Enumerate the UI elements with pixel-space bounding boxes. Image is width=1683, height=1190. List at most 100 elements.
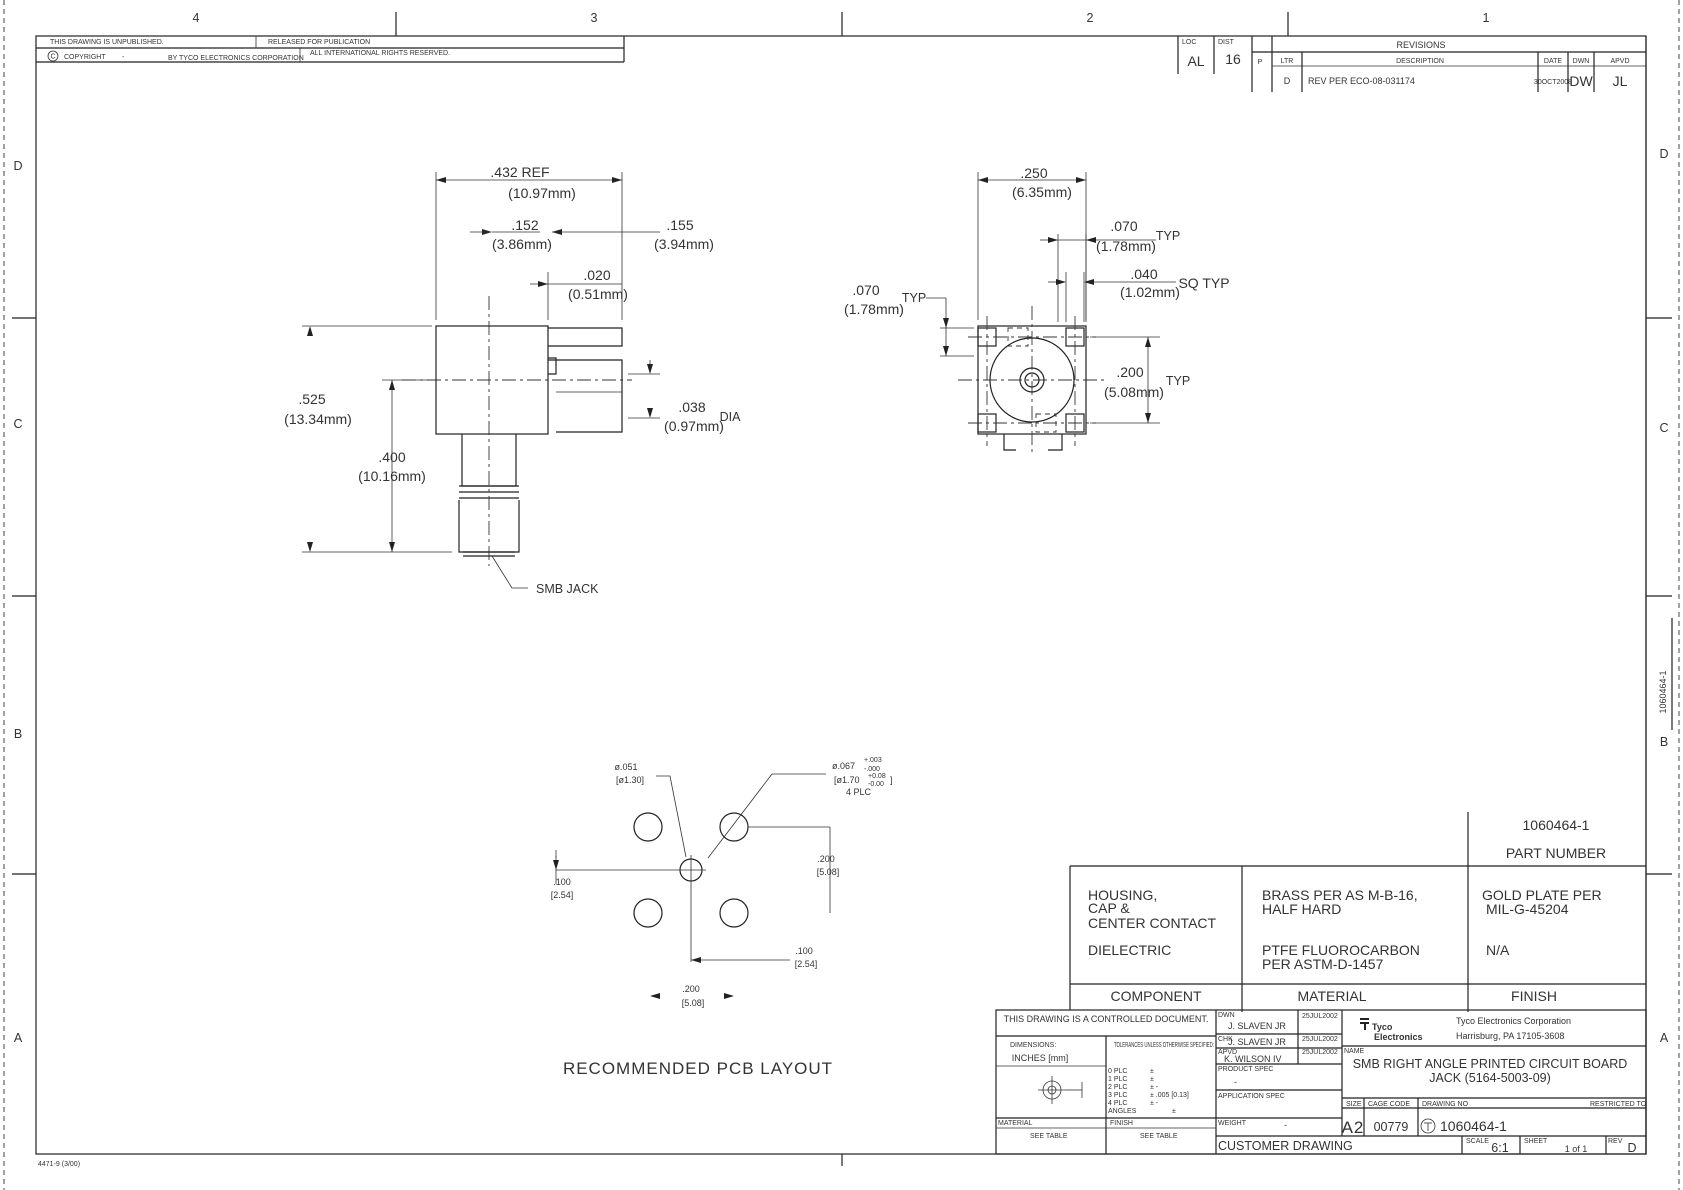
- tb-dwg-val: 1060464-1: [1440, 1118, 1507, 1134]
- rev-desc: REV PER ECO-08-031174: [1308, 76, 1415, 86]
- tb-name-line1: SMB RIGHT ANGLE PRINTED CIRCUIT BOARD: [1353, 1057, 1628, 1071]
- tb-application-spec-label: APPLICATION SPEC: [1218, 1093, 1285, 1100]
- pcb-dim-a: .100: [553, 877, 571, 887]
- notice-released: RELEASED FOR PUBLICATION: [268, 39, 370, 46]
- tb-tol-val: ±: [1150, 1076, 1154, 1083]
- notice-unpublished: THIS DRAWING IS UNPUBLISHED.: [50, 39, 164, 46]
- tb-controlled: THIS DRAWING IS A CONTROLLED DOCUMENT.: [1004, 1014, 1209, 1024]
- tb-company: Tyco Electronics Corporation: [1456, 1016, 1571, 1026]
- side-dia: .038: [678, 399, 705, 415]
- zone-label: D: [1659, 147, 1668, 161]
- rev-desc-label: DESCRIPTION: [1396, 58, 1444, 65]
- tb-address: Harrisburg, PA 17105-3608: [1456, 1031, 1564, 1041]
- front-spacing: .200: [1116, 364, 1143, 380]
- tb-dwn-date: 25JUL2002: [1302, 1013, 1338, 1020]
- tb-sheet-label: SHEET: [1524, 1138, 1548, 1145]
- material-component-line: HOUSING,: [1088, 887, 1157, 903]
- tb-rev-label: REV: [1608, 1138, 1623, 1145]
- rev-date-label: DATE: [1544, 58, 1562, 65]
- notice-by: BY TYCO ELECTRONICS CORPORATION: [168, 55, 304, 62]
- material-component-line: CAP &: [1088, 900, 1130, 916]
- tb-appvd-date: 25JUL2002: [1302, 1049, 1338, 1056]
- side-d3-mm: (0.51mm): [568, 286, 628, 302]
- front-left-dim: .070: [852, 282, 879, 298]
- rev-loc-value: AL: [1187, 53, 1204, 69]
- tyco-mark-icon: [1420, 1118, 1436, 1134]
- side-h2: .400: [378, 449, 405, 465]
- front-sq-mm: (1.02mm): [1120, 284, 1180, 300]
- side-ref-dim-mm: (10.97mm): [508, 185, 576, 201]
- side-d1-mm: (3.86mm): [492, 236, 552, 252]
- material-material-line: PTFE FLUOROCARBON: [1262, 942, 1420, 958]
- material-material-line: BRASS PER AS M-B-16,: [1262, 887, 1418, 903]
- zone-label: C: [13, 417, 22, 431]
- pcb-dim-b: .200: [817, 854, 835, 864]
- zone-label: 4: [193, 11, 200, 25]
- tb-appvd-label: APVD: [1218, 1049, 1237, 1056]
- side-dia-note: DIA: [720, 410, 742, 424]
- tb-dwn-name: J. SLAVEN JR: [1228, 1021, 1286, 1031]
- tb-dimensions-label: DIMENSIONS:: [1010, 1042, 1056, 1049]
- front-sq: .040: [1130, 266, 1157, 282]
- front-pin: .070: [1110, 218, 1137, 234]
- zone-label: C: [1659, 421, 1668, 435]
- tb-tol-place: 3 PLC: [1108, 1092, 1127, 1099]
- rev-apvd: JL: [1613, 73, 1628, 89]
- material-header-component: COMPONENT: [1111, 988, 1202, 1004]
- pcb-dim-c-mm: [2.54]: [795, 959, 818, 969]
- side-tab-number: 1060464-1: [1658, 670, 1668, 713]
- side-d2-mm: (3.94mm): [654, 236, 714, 252]
- side-h2-mm: (10.16mm): [358, 468, 426, 484]
- sheet-border: [3, 0, 1680, 1190]
- tb-size-label: SIZE: [1346, 1101, 1362, 1108]
- notice-rights: ALL INTERNATIONAL RIGHTS RESERVED.: [310, 50, 450, 57]
- zone-label: 2: [1087, 11, 1094, 25]
- notice-block: THIS DRAWING IS UNPUBLISHED. RELEASED FO…: [36, 36, 625, 63]
- part-number-value: 1060464-1: [1523, 817, 1590, 833]
- tb-tol-val: ±: [1172, 1108, 1176, 1115]
- pcb-hole2-qty: 4 PLC: [846, 787, 872, 797]
- materials-table: 1060464-1 PART NUMBER HOUSING, CAP & CEN…: [1069, 812, 1646, 1012]
- side-jack-label: SMB JACK: [536, 582, 599, 596]
- rev-dist-label: DIST: [1218, 39, 1235, 46]
- pcb-hole2-mm-close: ]: [890, 775, 893, 785]
- zone-labels-right: D C B A: [1659, 147, 1668, 1045]
- zone-labels-top: 4 3 2 1: [193, 11, 1490, 25]
- pcb-hole2-tol-plus: +.003: [864, 757, 882, 764]
- zone-label: A: [1660, 1031, 1669, 1045]
- rev-date: 30OCT2008: [1534, 79, 1572, 86]
- zone-label: D: [13, 159, 22, 173]
- material-finish-line: MIL-G-45204: [1486, 901, 1569, 917]
- title-block: THIS DRAWING IS A CONTROLLED DOCUMENT. D…: [995, 1009, 1647, 1155]
- rev-p-label: P: [1258, 59, 1263, 66]
- tb-tol-val: ± -: [1150, 1100, 1159, 1107]
- tb-product-spec-label: PRODUCT SPEC: [1218, 1066, 1274, 1073]
- notice-copyright-dash: -: [122, 54, 125, 61]
- pcb-hole2-tol-minus: -.000: [864, 766, 880, 773]
- tb-chk-date: 25JUL2002: [1302, 1036, 1338, 1043]
- pcb-hole1: ø.051: [614, 762, 637, 772]
- tb-name-line2: JACK (5164-5003-09): [1429, 1071, 1551, 1085]
- pcb-hole1-mm: [ø1.30]: [616, 775, 644, 785]
- tb-scale-val: 6:1: [1491, 1141, 1508, 1155]
- side-ref-dim: .432 REF: [490, 164, 549, 180]
- tb-logo-bottom: Electronics: [1374, 1032, 1423, 1042]
- tb-sheet-val: 1 of 1: [1565, 1144, 1588, 1154]
- front-spacing-mm: (5.08mm): [1104, 384, 1164, 400]
- tb-tol-val: ±: [1150, 1068, 1154, 1075]
- tb-weight-val: -: [1284, 1120, 1287, 1130]
- tb-name-label: NAME: [1344, 1048, 1365, 1055]
- rev-dwn: DW: [1569, 73, 1593, 89]
- side-d3: .020: [583, 267, 610, 283]
- revisions-block: LOC AL DIST 16 REVISIONS P LTR DESCRIPTI…: [1177, 36, 1646, 92]
- side-dia-mm: (0.97mm): [664, 418, 724, 434]
- tb-tol-place: 2 PLC: [1108, 1084, 1127, 1091]
- front-left-dim-mm: (1.78mm): [844, 301, 904, 317]
- pcb-hole2-mm-tol-minus: -0.00: [868, 781, 884, 788]
- zone-label: B: [1660, 735, 1668, 749]
- tb-chk-label: CHK: [1218, 1036, 1233, 1043]
- tb-tol-place: 4 PLC: [1108, 1100, 1127, 1107]
- pcb-dim-d: .200: [682, 984, 700, 994]
- tb-tol-place: 0 PLC: [1108, 1068, 1127, 1075]
